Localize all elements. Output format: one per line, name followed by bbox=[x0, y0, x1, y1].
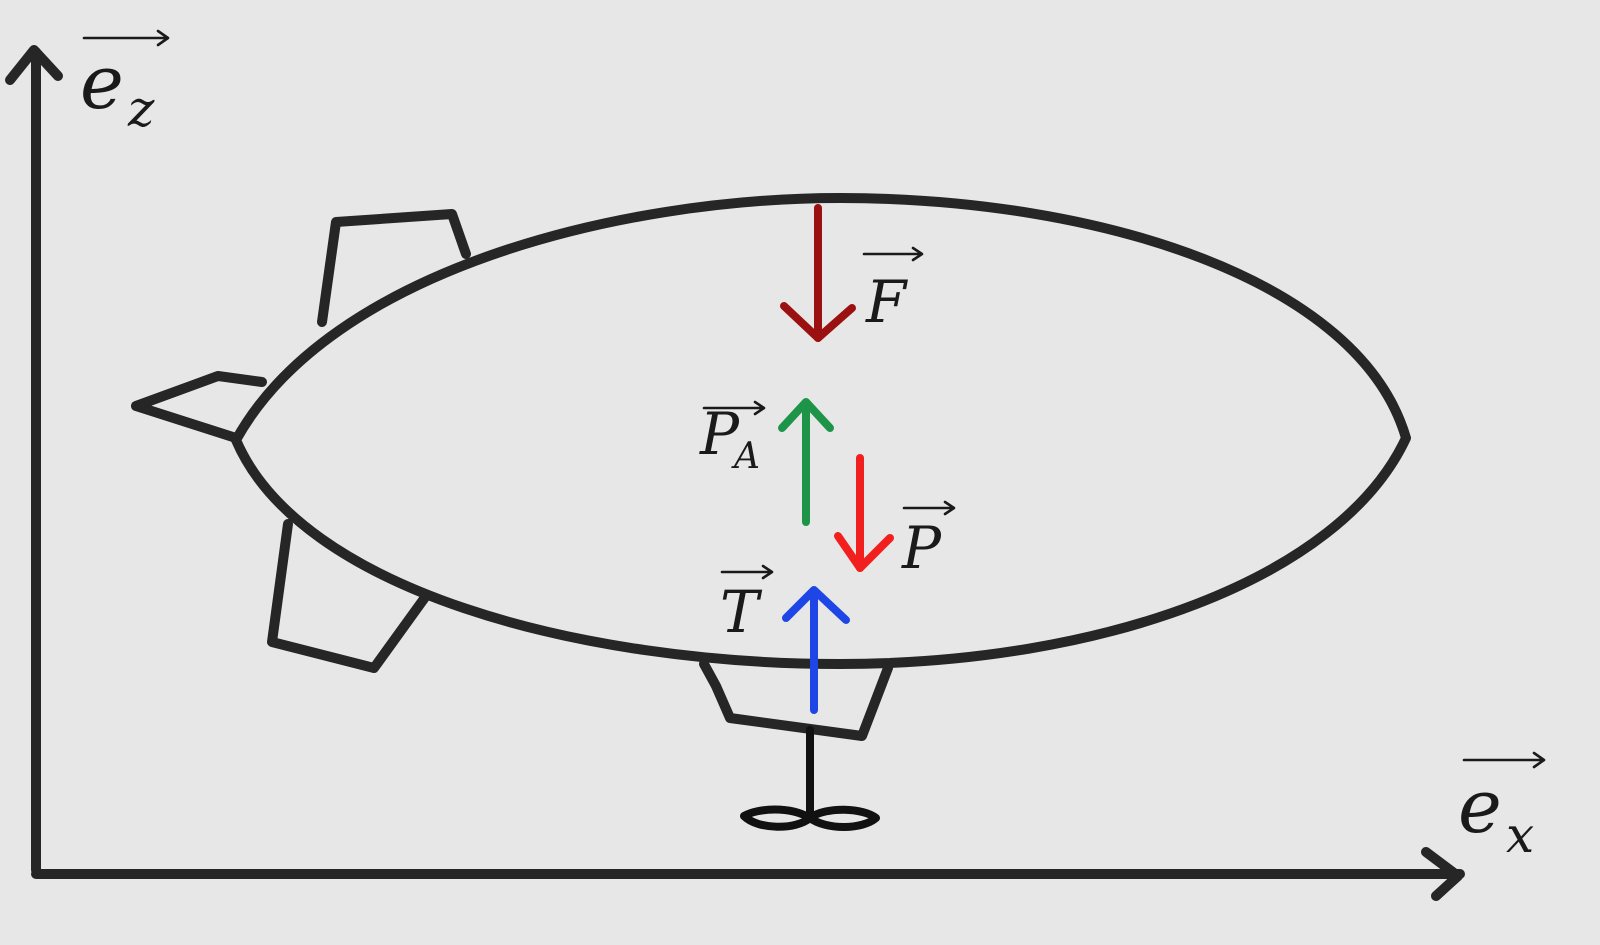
airship bbox=[131, 193, 1411, 831]
force-T-arrow bbox=[782, 586, 850, 714]
force-vectors bbox=[778, 204, 894, 714]
airship-envelope bbox=[231, 193, 1411, 669]
vertical-axis-arrowhead-icon bbox=[5, 45, 63, 85]
force-T-label: T bbox=[720, 564, 774, 646]
force-PA-label-sub: A bbox=[731, 436, 760, 477]
force-P-label: P bbox=[901, 500, 956, 582]
force-PA-label-base: P bbox=[699, 400, 740, 468]
propeller-icon bbox=[740, 805, 880, 831]
force-F-label: F bbox=[862, 246, 924, 336]
tail-fin-rear bbox=[131, 371, 267, 443]
axis-z-label: e z bbox=[80, 29, 170, 138]
axis-z-overarrow-icon bbox=[82, 29, 170, 47]
force-PA-label: P A bbox=[699, 400, 766, 477]
gondola bbox=[699, 659, 893, 741]
coordinate-axes bbox=[5, 45, 1465, 901]
force-PA-arrowhead-icon bbox=[778, 398, 834, 432]
force-P-arrowhead-icon bbox=[834, 532, 894, 572]
force-T-arrowhead-icon bbox=[782, 586, 850, 624]
axis-x-label-sub: x bbox=[1506, 806, 1534, 864]
vector-labels: e z e x F P A P T bbox=[80, 29, 1546, 864]
force-T-overarrow-icon bbox=[720, 564, 774, 580]
force-F-overarrow-icon bbox=[862, 246, 924, 262]
tail-fin-top bbox=[317, 209, 471, 327]
force-PA-arrow bbox=[778, 398, 834, 526]
axis-x-label: e x bbox=[1458, 751, 1546, 864]
force-F-label-base: F bbox=[865, 268, 908, 336]
tail-fin-bottom bbox=[267, 519, 431, 673]
axis-z-label-sub: z bbox=[127, 80, 155, 138]
force-P-label-base: P bbox=[901, 514, 942, 582]
axis-x-overarrow-icon bbox=[1462, 751, 1546, 769]
force-T-label-base: T bbox=[720, 578, 763, 646]
horizontal-axis-arrowhead-icon bbox=[1421, 847, 1463, 901]
force-PA-overarrow-icon bbox=[702, 400, 766, 416]
force-F-arrowhead-icon bbox=[780, 302, 856, 342]
force-P-arrow bbox=[834, 454, 894, 572]
force-F-arrow bbox=[780, 204, 856, 342]
axis-z-label-base: e bbox=[80, 40, 124, 126]
axis-x-label-base: e bbox=[1458, 764, 1502, 850]
force-P-overarrow-icon bbox=[902, 500, 956, 516]
